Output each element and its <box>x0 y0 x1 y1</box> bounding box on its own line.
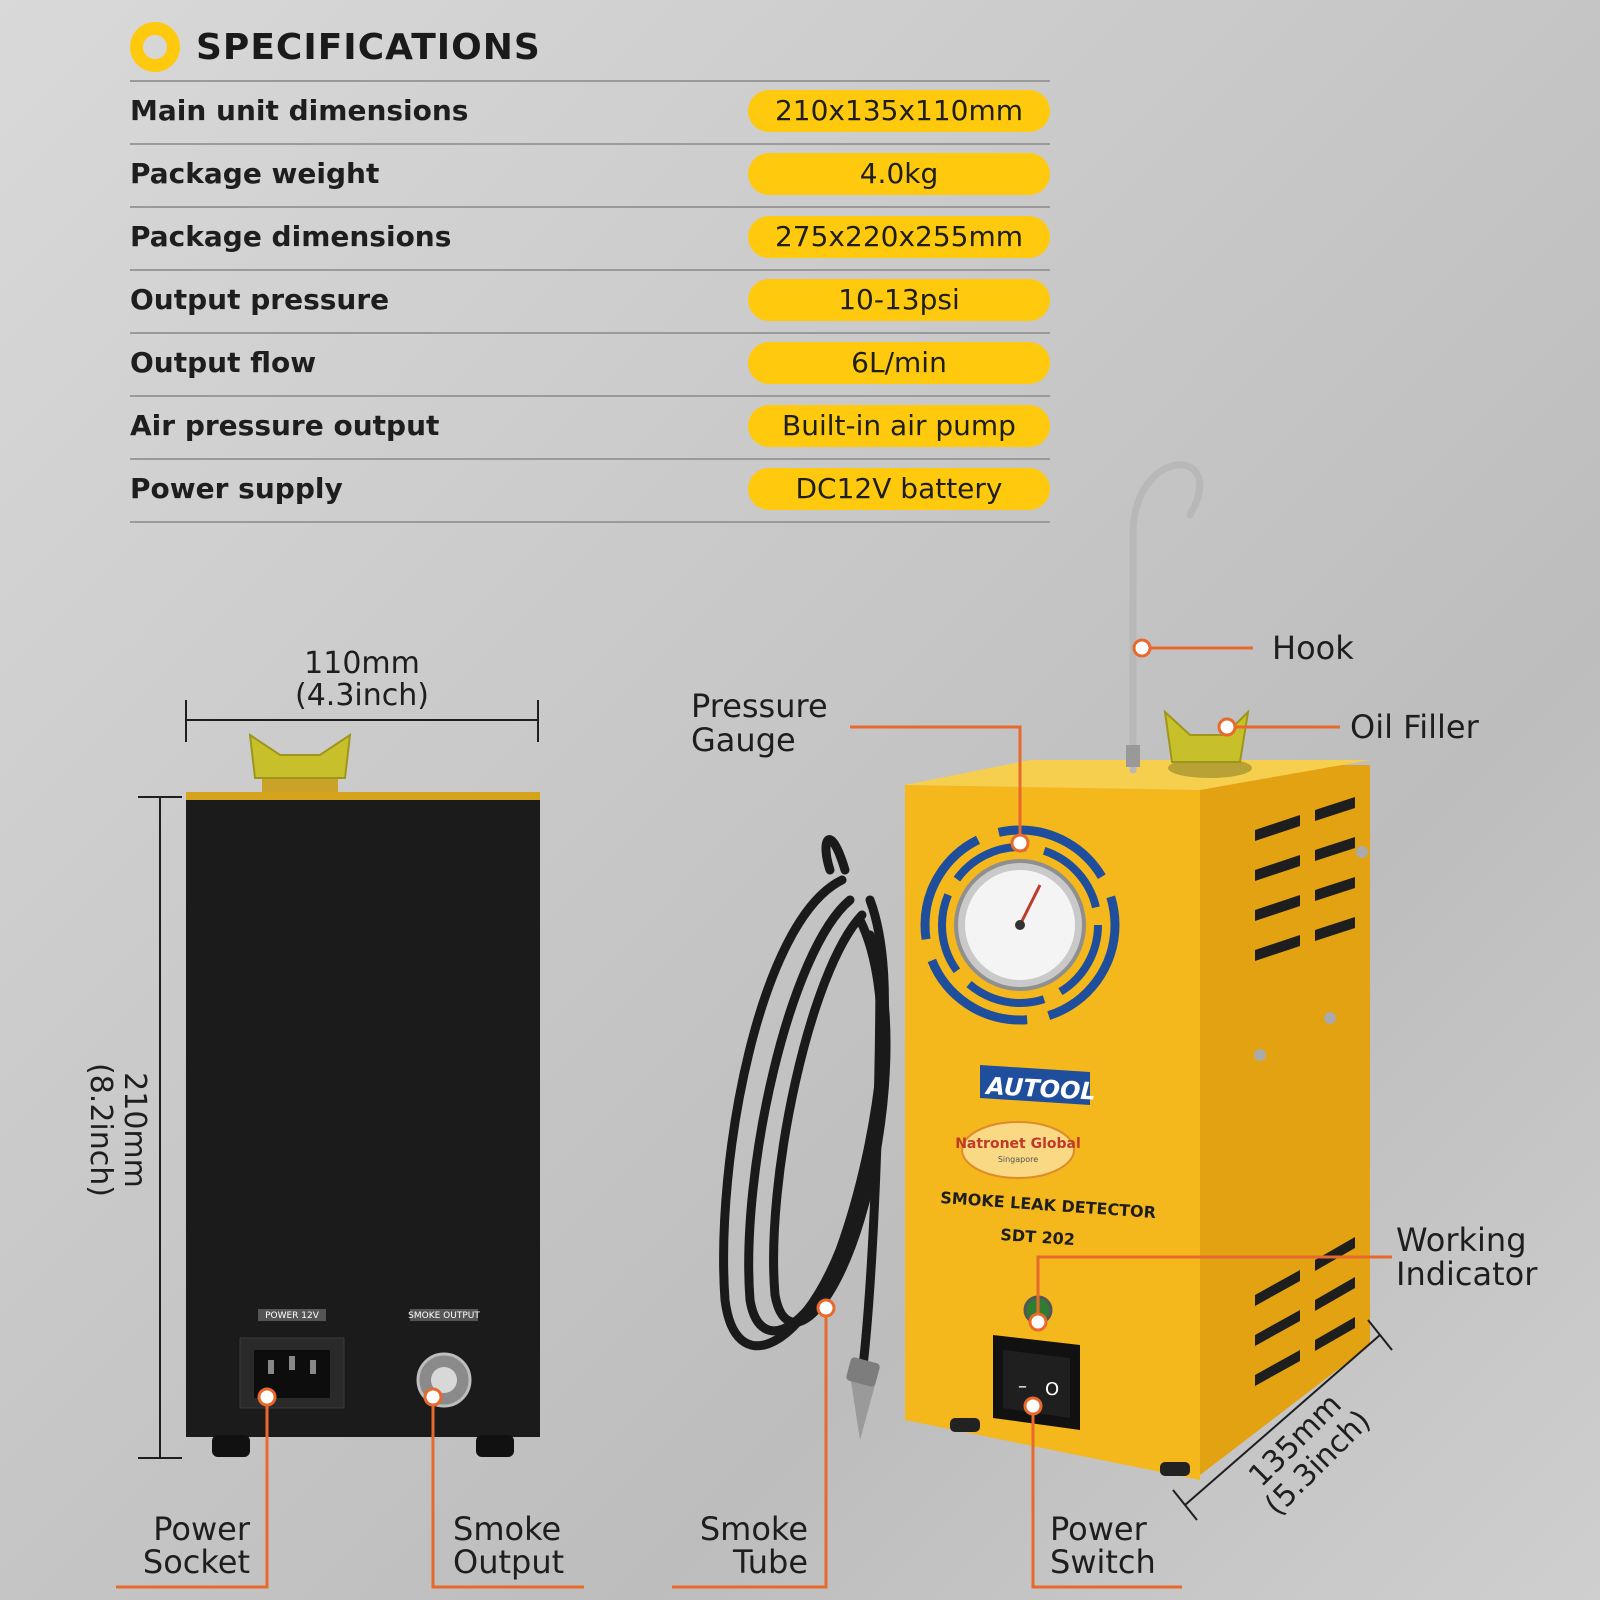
spec-value: Built-in air pump <box>748 405 1050 447</box>
hook-label: Hook <box>1272 629 1354 667</box>
page-title: SPECIFICATIONS <box>196 26 541 68</box>
hook-base <box>1126 745 1140 767</box>
device-foot <box>476 1435 514 1457</box>
screw <box>1324 1012 1336 1024</box>
spec-label: Package weight <box>130 157 380 190</box>
spec-value: 275x220x255mm <box>748 216 1050 258</box>
spec-value: 10-13psi <box>748 279 1050 321</box>
smoke-tube-leader <box>672 1308 828 1589</box>
smoke-tube-dot <box>816 1298 836 1318</box>
oil-filler-dot <box>1217 717 1237 737</box>
oil-filler-cap <box>1163 709 1250 763</box>
power-socket-leader <box>116 1397 269 1589</box>
screw <box>1356 846 1368 858</box>
gauge-pivot <box>1015 920 1025 930</box>
spec-value: DC12V battery <box>748 468 1050 510</box>
spec-label: Air pressure output <box>130 409 440 442</box>
smoke-output-label: SMOKE OUTPUT <box>408 1311 480 1321</box>
smoke-output-label-line2: Output <box>453 1543 564 1581</box>
switch-off-mark: O <box>1045 1379 1059 1400</box>
smoke-tube-fitting <box>846 1357 880 1387</box>
power-switch-leader <box>1031 1406 1182 1589</box>
socket-pin <box>310 1360 316 1374</box>
spec-row: Output pressure 10-13psi <box>130 269 1050 332</box>
pressure-gauge-dot <box>1010 833 1030 853</box>
smoke-label-plate <box>410 1309 478 1321</box>
watermark-name: Natronet Global <box>955 1136 1081 1152</box>
pressure-gauge-label-line2: Gauge <box>691 721 796 759</box>
working-indicator-label-line1: Working <box>1396 1221 1527 1259</box>
spec-label: Output pressure <box>130 283 390 316</box>
power-label: POWER 12V <box>265 1311 320 1321</box>
spec-label: Output flow <box>130 346 317 379</box>
oil-cap-base <box>262 776 338 794</box>
watermark-sub: Singapore <box>998 1155 1038 1164</box>
device-top-edge <box>186 792 540 800</box>
socket-pin <box>268 1360 274 1374</box>
smoke-output-dot <box>423 1387 443 1407</box>
power-socket-dot <box>257 1387 277 1407</box>
brand-name: AUTOOL <box>984 1072 1097 1106</box>
watermark-logo <box>961 1121 1075 1179</box>
switch-on-mark: – <box>1018 1376 1027 1397</box>
spec-row: Air pressure output Built-in air pump <box>130 395 1050 458</box>
smoke-output-nozzle <box>431 1367 457 1393</box>
socket-pin <box>289 1356 295 1370</box>
spec-row: Package weight 4.0kg <box>130 143 1050 206</box>
device-back-body <box>186 797 540 1437</box>
smoke-tube-label-line2: Tube <box>732 1543 808 1581</box>
device-foot <box>950 1418 980 1432</box>
height-inch: (8.2inch) <box>83 1063 118 1197</box>
spec-label: Package dimensions <box>130 220 452 253</box>
working-indicator-leader <box>1036 1255 1392 1322</box>
spec-row: Power supply DC12V battery <box>130 458 1050 523</box>
callout-leaders <box>116 638 1392 1589</box>
power-switch-rocker[interactable] <box>1003 1350 1070 1418</box>
height-mm: 210mm <box>117 1072 152 1188</box>
back-view: 110mm (4.3inch) 210mm (8.2inch) POWER 12… <box>83 646 540 1459</box>
power-socket-label-line2: Socket <box>143 1543 250 1581</box>
smoke-tube-probe <box>850 1375 875 1440</box>
smoke-tube-label-line1: Smoke <box>700 1510 808 1548</box>
device-foot <box>1160 1462 1190 1476</box>
width-mm: 110mm <box>304 646 420 681</box>
smoke-output-leader <box>431 1397 584 1589</box>
smoke-output-label-line1: Smoke <box>453 1510 561 1548</box>
hook-dot <box>1132 638 1152 658</box>
screw <box>1254 1049 1266 1061</box>
pressure-gauge-leader <box>850 725 1022 843</box>
spec-table: Main unit dimensions 210x135x110mm Packa… <box>130 80 1050 523</box>
power-switch-label-line1: Power <box>1050 1510 1148 1548</box>
pressure-gauge-label-line1: Pressure <box>691 687 828 725</box>
spec-row: Package dimensions 275x220x255mm <box>130 206 1050 269</box>
depth-dimension-tick <box>1172 1489 1198 1521</box>
front-view: AUTOOL Natronet Global Singapore SMOKE L… <box>905 461 1393 1523</box>
working-indicator-label-line2: Indicator <box>1396 1255 1538 1293</box>
oil-cap <box>248 732 352 779</box>
spec-label: Power supply <box>130 472 343 505</box>
hook <box>1129 461 1204 774</box>
device-foot <box>212 1435 250 1457</box>
side-vents <box>1255 797 1355 1386</box>
power-switch-label-line2: Switch <box>1050 1543 1156 1581</box>
oil-filler-label: Oil Filler <box>1350 708 1480 746</box>
power-label-plate <box>258 1309 326 1321</box>
spec-value: 4.0kg <box>748 153 1050 195</box>
power-switch-dot <box>1023 1396 1043 1416</box>
smoke-tube <box>719 835 891 1395</box>
width-inch: (4.3inch) <box>295 678 429 713</box>
spec-header: SPECIFICATIONS <box>130 22 541 72</box>
power-socket-label-line1: Power <box>153 1510 251 1548</box>
gauge-needle <box>1018 884 1042 926</box>
spec-row: Output flow 6L/min <box>130 332 1050 395</box>
brand-badge <box>980 1065 1090 1105</box>
spec-row: Main unit dimensions 210x135x110mm <box>130 80 1050 143</box>
spec-value: 6L/min <box>748 342 1050 384</box>
spec-value: 210x135x110mm <box>748 90 1050 132</box>
depth-dimension-line <box>1184 1334 1381 1506</box>
working-indicator-dot <box>1028 1312 1048 1332</box>
depth-dimension-tick <box>1367 1319 1393 1351</box>
spec-label: Main unit dimensions <box>130 94 469 127</box>
